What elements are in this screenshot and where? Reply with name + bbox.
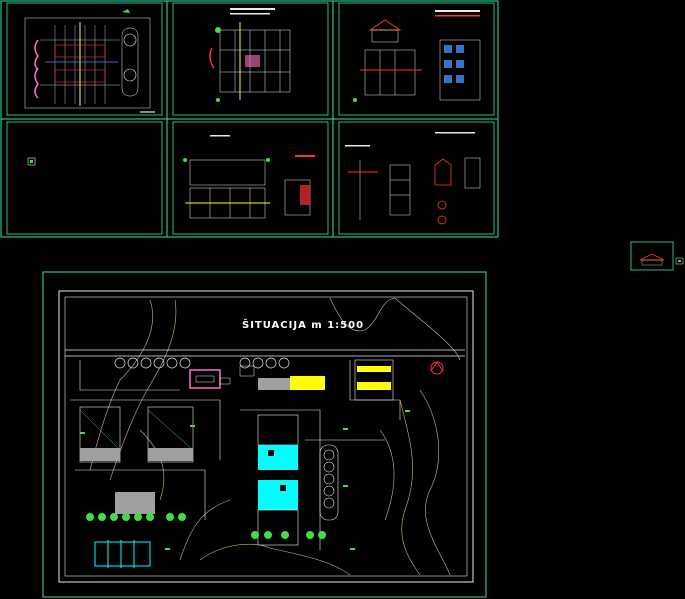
building-block-west[interactable] xyxy=(79,406,194,463)
terrain-contours xyxy=(89,297,461,576)
site-plan-title: ŠITUACIJA m 1:500 xyxy=(242,320,365,331)
sheet-floor-plan-1[interactable] xyxy=(6,2,163,116)
sheet-floor-plan-2[interactable] xyxy=(172,2,329,116)
site-plan-sheet[interactable] xyxy=(42,271,487,598)
sheet-details[interactable] xyxy=(338,121,495,235)
road-trees xyxy=(114,357,290,369)
green-markers xyxy=(80,410,410,550)
entrance-building[interactable] xyxy=(189,369,231,389)
building-east[interactable] xyxy=(354,359,394,401)
sheet-sections[interactable] xyxy=(172,121,329,235)
central-building-north[interactable] xyxy=(239,365,325,390)
thumbnail-sheet[interactable] xyxy=(630,241,684,271)
sheet-elevations[interactable] xyxy=(338,2,495,116)
parking-loop-east xyxy=(319,444,339,521)
building-main-cyan[interactable] xyxy=(257,414,299,546)
building-block-southwest[interactable] xyxy=(86,492,326,539)
road xyxy=(65,349,465,357)
sheet-grid xyxy=(0,0,499,238)
sheet-empty[interactable] xyxy=(6,121,163,235)
parking-lot-south[interactable] xyxy=(94,540,151,568)
north-arrow-icon xyxy=(430,361,444,375)
